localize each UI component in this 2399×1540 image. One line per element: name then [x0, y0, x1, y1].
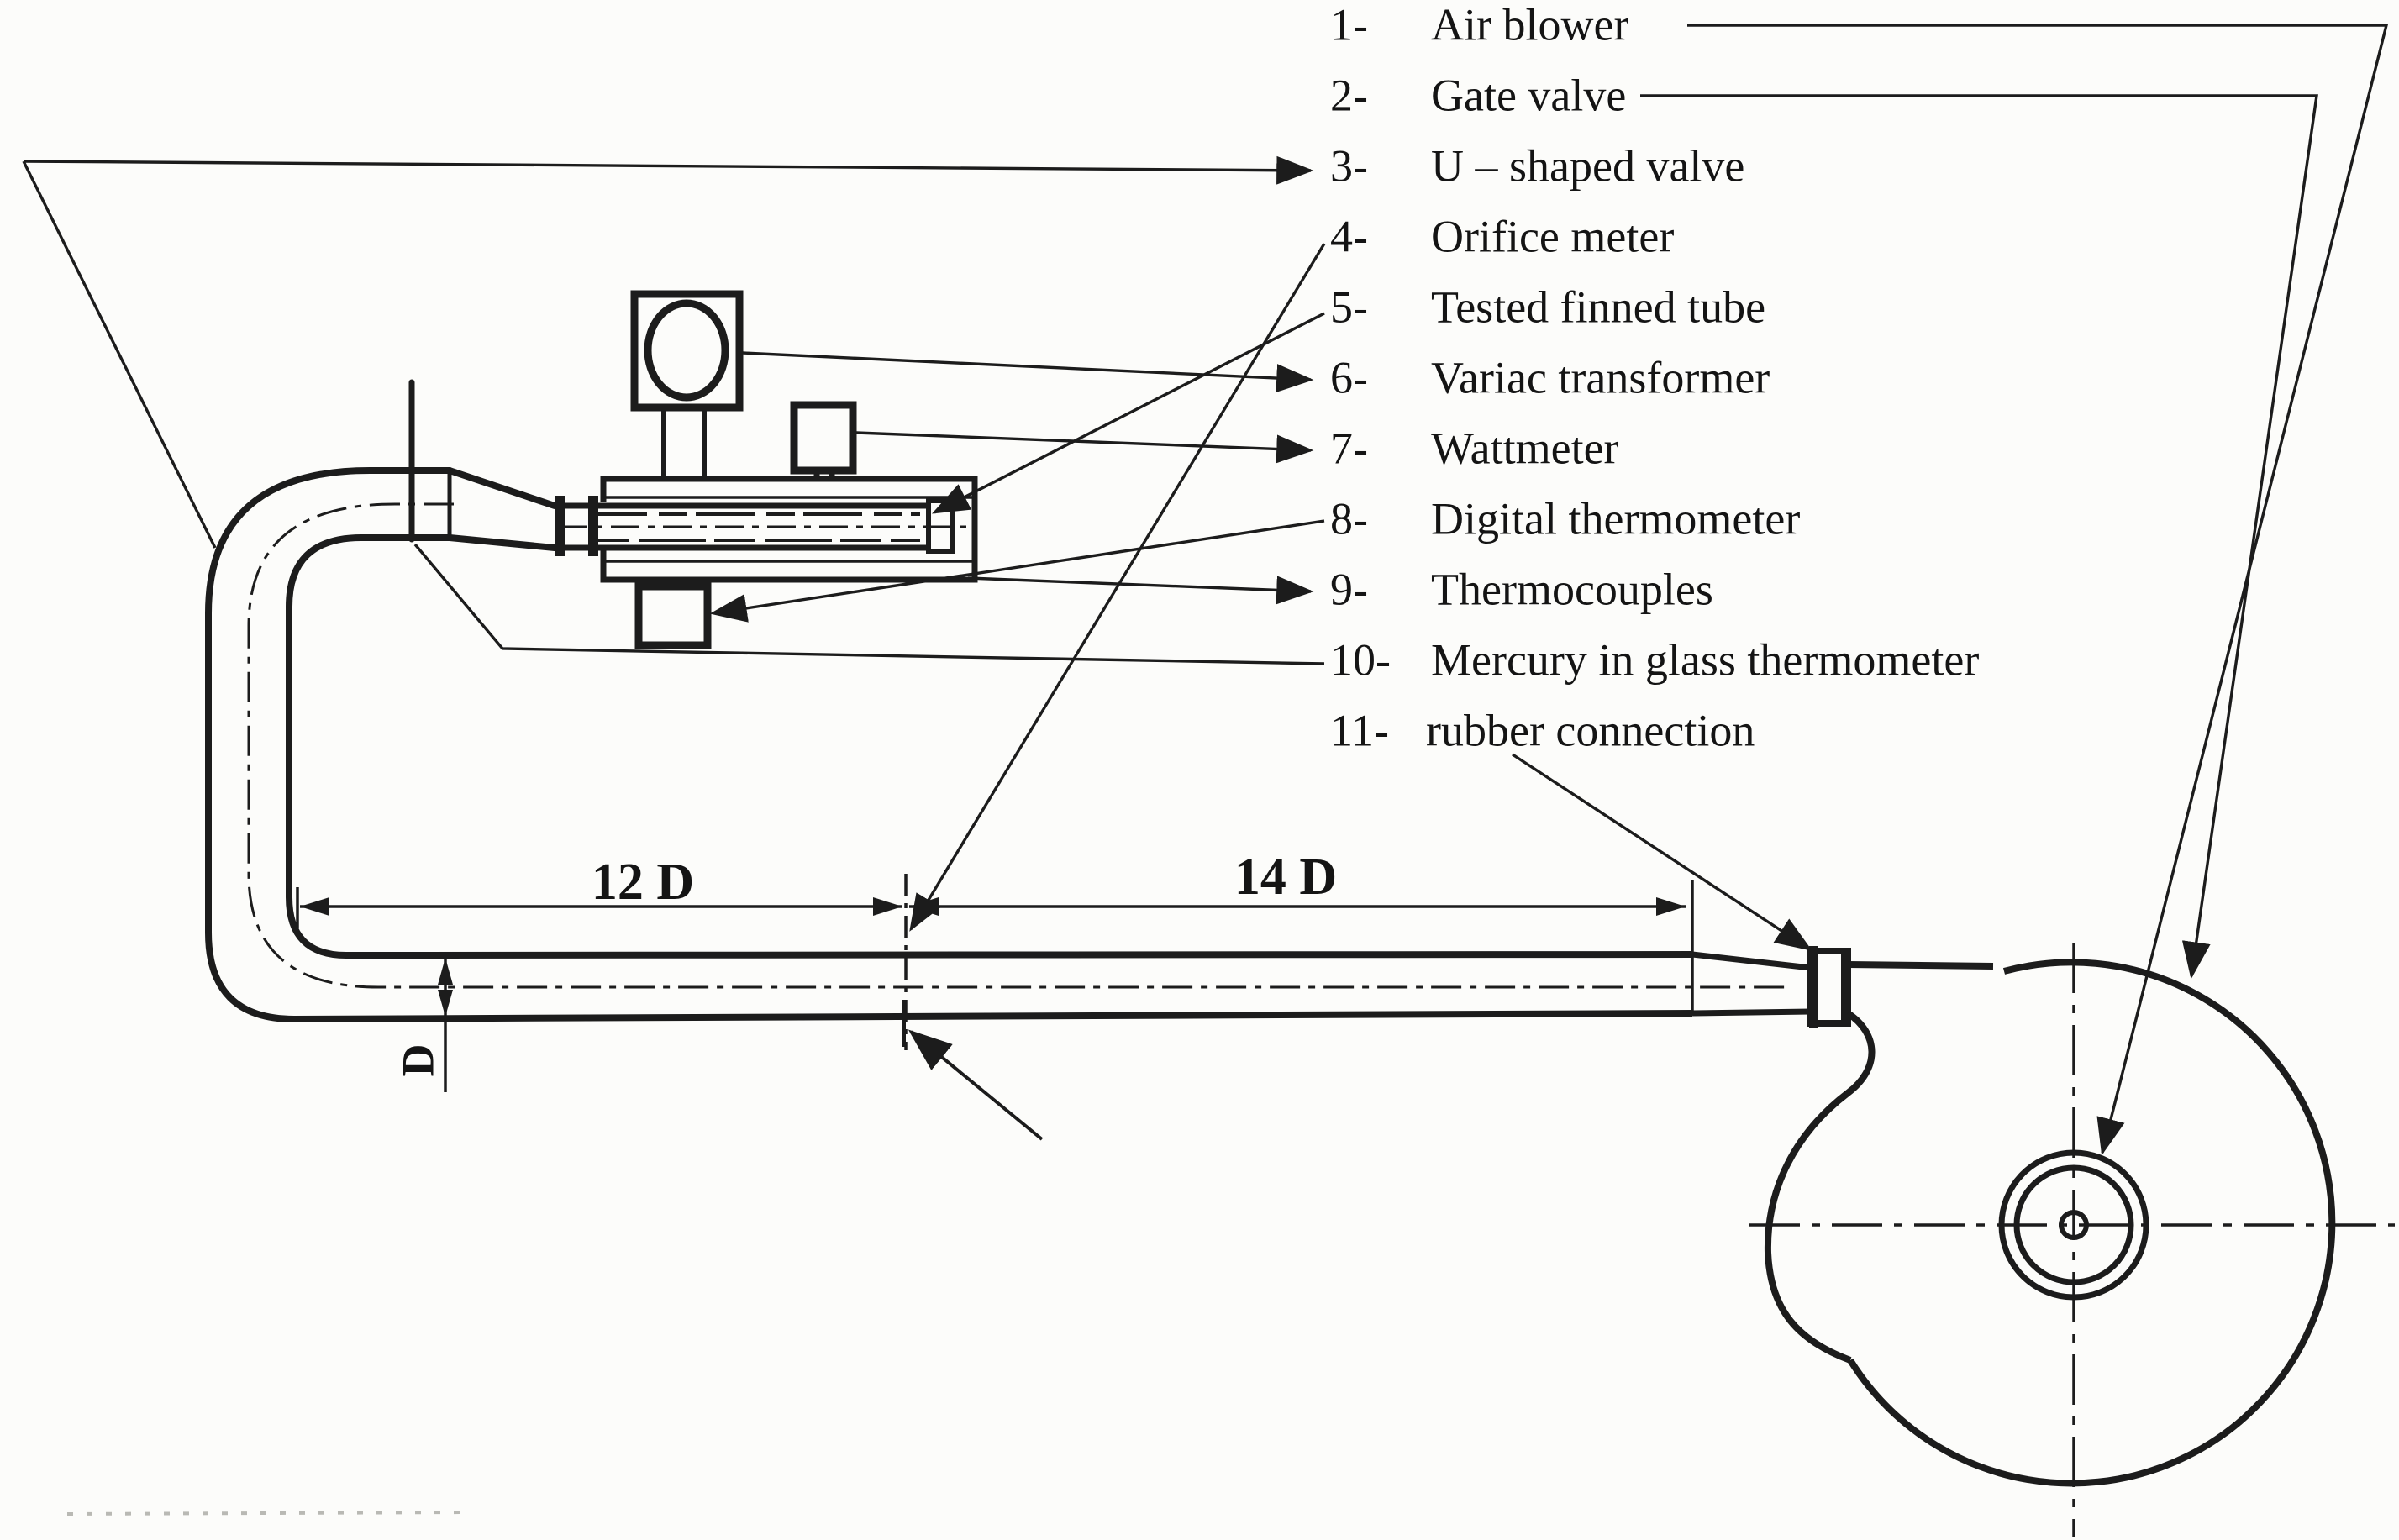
legend-label-2: Gate valve [1431, 70, 1626, 120]
legend-item-5: 5- Tested finned tube [1330, 281, 1765, 332]
dimension-d: D [392, 955, 453, 1092]
inlet-cone [446, 467, 598, 556]
legend-num-2: 2- [1330, 70, 1368, 120]
legend-label-11: rubber connection [1426, 705, 1755, 755]
legend: 1- Air blower 2- Gate valve 3- U – shape… [1330, 0, 1979, 755]
orifice-pointer [908, 1029, 1044, 1141]
leader-gate-valve [1640, 94, 2318, 980]
legend-num-3: 3- [1330, 140, 1368, 191]
legend-item-7: 7- Wattmeter [1330, 423, 1619, 473]
test-section-duct [600, 476, 978, 583]
legend-item-10: 10- Mercury in glass thermometer [1330, 634, 1979, 685]
leader-mercury-thermometer [413, 543, 1325, 665]
dimension-14d-label: 14 D [1234, 849, 1337, 906]
legend-item-4: 4- Orifice meter [1330, 211, 1674, 261]
scan-artifact [66, 1511, 471, 1516]
blower-casing [1847, 959, 2336, 1487]
tested-finned-tube [559, 498, 966, 554]
duct [293, 880, 1812, 1022]
leader-orifice-meter [909, 243, 1326, 932]
legend-label-3: U – shaped valve [1431, 140, 1744, 191]
leader-rubber-connection [1512, 753, 1812, 951]
dimension-12d-label: 12 D [592, 854, 694, 911]
leader-wattmeter [855, 431, 1314, 464]
leader-tested-finned-tube [931, 312, 1325, 514]
legend-label-7: Wattmeter [1431, 423, 1619, 473]
leader-u-shaped-valve-h [23, 155, 1314, 185]
air-blower [1749, 943, 2395, 1537]
legend-num-5: 5- [1330, 281, 1368, 332]
legend-num-6: 6- [1330, 352, 1368, 402]
dimension-d-label: D [392, 1044, 443, 1077]
legend-num-8: 8- [1330, 493, 1368, 544]
rubber-connection [1807, 946, 1851, 1028]
digital-thermometer [634, 580, 712, 649]
wattmeter [790, 401, 857, 479]
legend-label-5: Tested finned tube [1431, 281, 1765, 332]
leader-lines [22, 24, 2389, 1156]
blower-volute-scroll [1764, 1010, 1876, 1364]
legend-item-1: 1- Air blower [1330, 0, 1628, 50]
legend-label-9: Thermocouples [1431, 564, 1713, 614]
legend-num-10: 10- [1330, 634, 1391, 685]
legend-item-2: 2- Gate valve [1330, 70, 1626, 120]
leader-u-shaped-valve-d [22, 160, 217, 549]
legend-num-4: 4- [1330, 211, 1368, 261]
legend-num-1: 1- [1330, 0, 1368, 50]
legend-label-10: Mercury in glass thermometer [1431, 634, 1979, 685]
leader-variac-transformer [742, 351, 1314, 393]
dimension-14d: 14 D [909, 849, 1686, 916]
variac-dial [644, 299, 729, 402]
legend-num-7: 7- [1330, 423, 1368, 473]
legend-label-4: Orifice meter [1431, 211, 1674, 261]
legend-label-6: Variac transformer [1431, 352, 1770, 402]
legend-label-1: Air blower [1431, 0, 1628, 50]
dimension-12d: 12 D [296, 854, 902, 928]
orifice-meter-station [902, 874, 1044, 1141]
variac-transformer [630, 290, 744, 479]
legend-item-11: 11- rubber connection [1330, 705, 1755, 755]
legend-item-6: 6- Variac transformer [1330, 352, 1770, 402]
u-shaped-bend [205, 467, 1791, 1022]
legend-item-9: 9- Thermocouples [1330, 564, 1713, 614]
legend-item-8: 8- Digital thermometer [1330, 493, 1800, 544]
leader-thermocouples [967, 576, 1314, 605]
leader-air-blower [1687, 24, 2389, 1156]
legend-label-8: Digital thermometer [1431, 493, 1800, 544]
legend-num-9: 9- [1330, 564, 1368, 614]
leader-digital-thermometer [709, 519, 1325, 623]
legend-item-3: 3- U – shaped valve [1330, 140, 1744, 191]
legend-num-11: 11- [1330, 705, 1389, 755]
